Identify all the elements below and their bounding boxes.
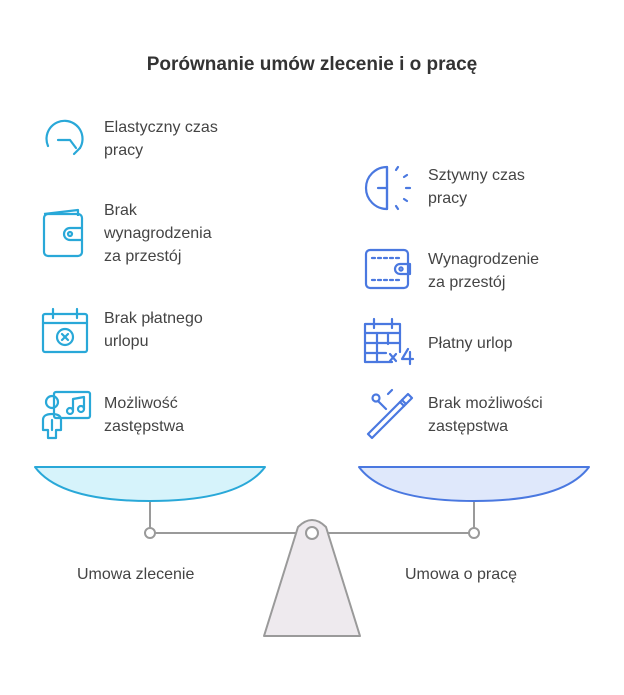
left-pan: [34, 466, 266, 502]
left-item-1-text: Elastyczny czas pracy: [104, 119, 218, 159]
batons-icon: [362, 388, 416, 440]
left-item-4-text: Możliwość zastępstwa: [104, 395, 185, 435]
scale-base: [263, 519, 361, 637]
calendar-x-icon: [40, 306, 90, 356]
left-item-2-text: Brak wynagrodzenia za przestój: [104, 202, 212, 265]
wallet-icon: [362, 246, 414, 292]
right-item-3-text: Płatny urlop: [428, 335, 513, 352]
page-title: Porównanie umów zlecenie i o pracę: [146, 54, 478, 75]
left-item-3-text: Brak płatnego urlopu: [104, 310, 203, 350]
right-pivot: [468, 527, 480, 539]
right-item-2-text: Wynagrodzenie za przestój: [428, 251, 540, 291]
fulcrum-pin: [305, 526, 319, 540]
left-label: Umowa zlecenie: [77, 566, 195, 583]
clock-arrow-icon: [40, 118, 88, 166]
left-pivot: [144, 527, 156, 539]
calendar-x4-icon: [362, 316, 418, 368]
person-music-icon: [40, 390, 92, 440]
right-label: Umowa o pracę: [405, 566, 518, 583]
half-clock-icon: [362, 163, 412, 213]
right-item-1-text: Sztywny czas pracy: [428, 167, 525, 207]
wallet-icon: [40, 206, 88, 260]
right-item-4-text: Brak możliwości zastępstwa: [428, 395, 543, 435]
right-pan: [358, 466, 590, 502]
